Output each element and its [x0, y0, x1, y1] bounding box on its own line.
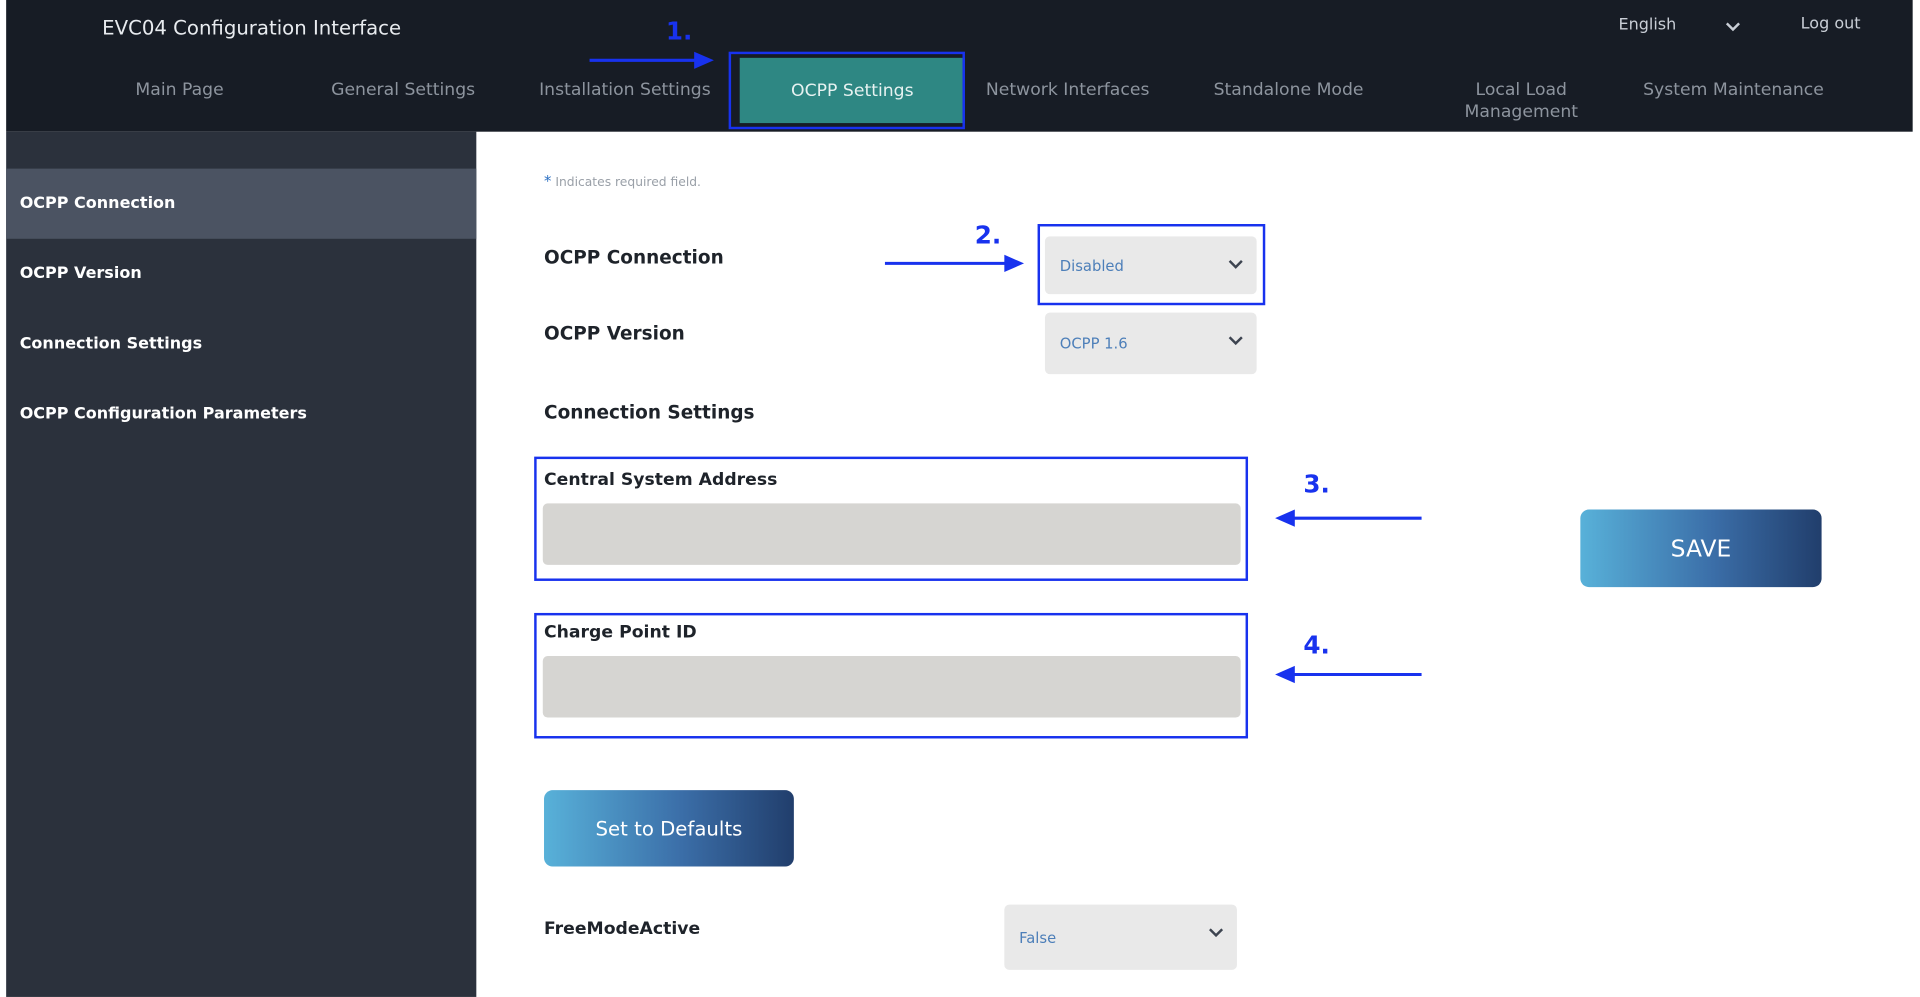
- ocpp-version-select[interactable]: OCPP 1.6: [1044, 312, 1257, 375]
- tab-ocpp-settings[interactable]: OCPP Settings: [739, 57, 965, 124]
- ocpp-connection-select[interactable]: Disabled: [1044, 236, 1257, 295]
- step-number-1: 1.: [665, 16, 693, 46]
- tab-network-interfaces[interactable]: Network Interfaces: [985, 80, 1150, 100]
- connection-settings-heading: Connection Settings: [544, 401, 755, 424]
- charge-point-id-input[interactable]: [542, 656, 1241, 718]
- app-title: EVC04 Configuration Interface: [102, 16, 402, 40]
- free-mode-active-label: FreeModeActive: [544, 919, 701, 940]
- sidebar: OCPP Connection OCPP Version Connection …: [6, 131, 477, 997]
- main-content: * Indicates required field. OCPP Connect…: [476, 132, 1916, 997]
- free-mode-active-value: False: [1019, 928, 1057, 946]
- step-number-4: 4.: [1303, 630, 1330, 660]
- tab-system-maintenance[interactable]: System Maintenance: [1643, 80, 1824, 100]
- required-field-note: * Indicates required field.: [544, 172, 701, 189]
- highlight-box-step-2: [1037, 224, 1266, 306]
- central-system-address-label: Central System Address: [544, 470, 778, 490]
- save-button[interactable]: SAVE: [1580, 509, 1822, 588]
- ocpp-version-value: OCPP 1.6: [1059, 334, 1128, 353]
- highlight-box-step-3: [534, 456, 1249, 581]
- ocpp-version-label: OCPP Version: [544, 322, 685, 345]
- free-mode-active-select[interactable]: False: [1004, 904, 1237, 970]
- sidebar-item-ocpp-configuration-parameters[interactable]: OCPP Configuration Parameters: [19, 404, 307, 424]
- language-select[interactable]: English: [1618, 16, 1677, 35]
- tab-installation-settings[interactable]: Installation Settings: [539, 80, 711, 100]
- required-asterisk: *: [544, 172, 552, 190]
- highlight-box-step-4: [534, 612, 1249, 739]
- tab-main-page[interactable]: Main Page: [135, 80, 224, 100]
- ocpp-connection-label: OCPP Connection: [544, 246, 724, 269]
- set-to-defaults-button[interactable]: Set to Defaults: [544, 790, 794, 867]
- chevron-down-icon: [1209, 928, 1224, 938]
- sidebar-item-connection-settings[interactable]: Connection Settings: [19, 334, 203, 354]
- tab-local-load-management[interactable]: Local Load Management: [1464, 80, 1579, 122]
- chevron-down-icon: [1228, 260, 1243, 269]
- charge-point-id-label: Charge Point ID: [544, 622, 697, 643]
- chevron-down-icon: [1228, 336, 1243, 346]
- highlight-box-step-1: [728, 51, 965, 130]
- sidebar-item-ocpp-version[interactable]: OCPP Version: [19, 264, 142, 284]
- tab-general-settings[interactable]: General Settings: [331, 80, 476, 100]
- logout-link[interactable]: Log out: [1800, 14, 1861, 34]
- sidebar-item-ocpp-connection[interactable]: OCPP Connection: [6, 168, 477, 239]
- tab-standalone-mode[interactable]: Standalone Mode: [1213, 80, 1364, 100]
- step-number-3: 3.: [1303, 468, 1330, 499]
- ocpp-connection-value: Disabled: [1059, 256, 1124, 274]
- top-header: EVC04 Configuration Interface English Lo…: [6, 0, 1913, 132]
- chevron-down-icon[interactable]: [1724, 21, 1741, 33]
- step-number-2: 2.: [974, 220, 1002, 250]
- required-note-text: Indicates required field.: [555, 176, 701, 190]
- central-system-address-input[interactable]: [542, 503, 1241, 565]
